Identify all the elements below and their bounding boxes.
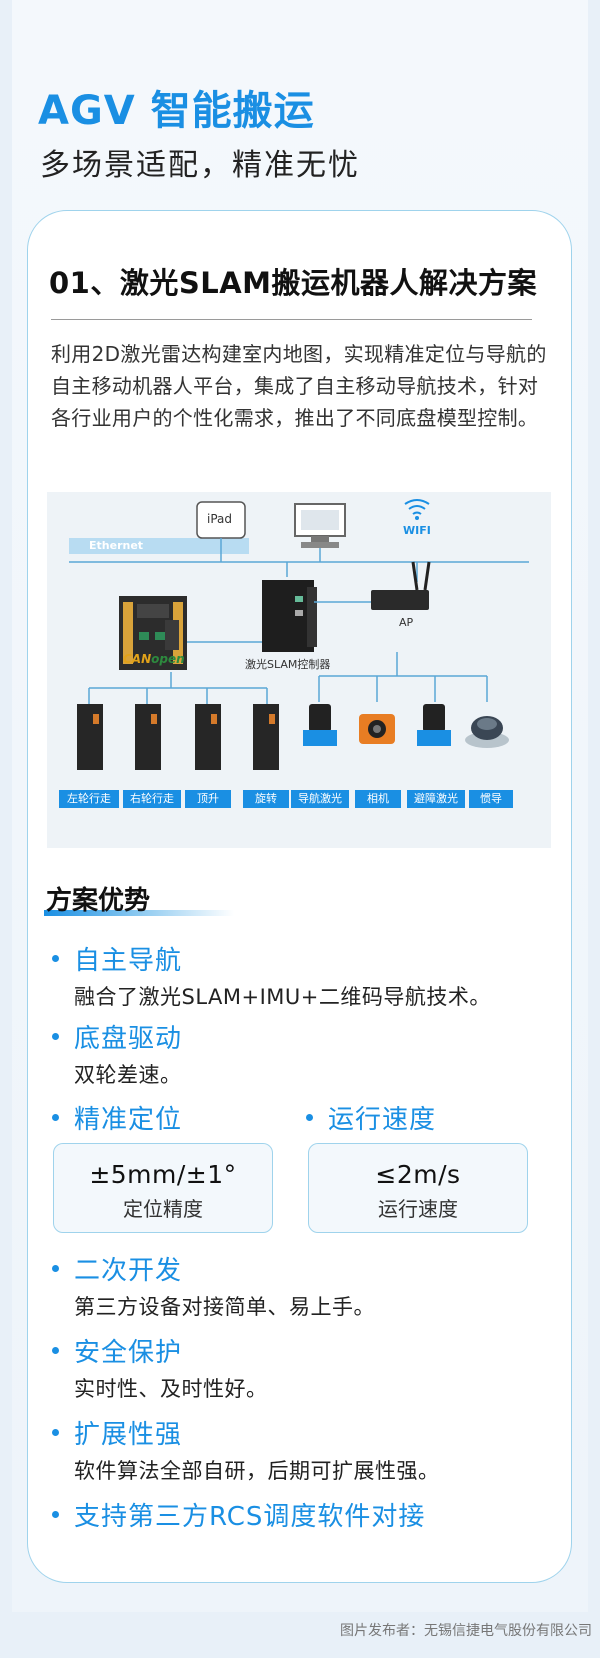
bullet-icon bbox=[52, 1511, 59, 1518]
feature-desc: 双轮差速。 bbox=[74, 1063, 182, 1087]
label-imu: 惯导 bbox=[469, 790, 513, 808]
label-camera: 相机 bbox=[355, 790, 401, 808]
bullet-icon bbox=[52, 1033, 59, 1040]
stat-label: 定位精度 bbox=[123, 1197, 203, 1221]
page-title: AGV 智能搬运 bbox=[38, 88, 315, 134]
label-left-wheel: 左轮行走 bbox=[59, 790, 119, 808]
feature-title: 自主导航 bbox=[74, 946, 183, 976]
content-card bbox=[27, 210, 572, 1583]
wifi-label: WIFI bbox=[403, 524, 431, 537]
bullet-icon bbox=[306, 1114, 313, 1121]
bullet-icon bbox=[52, 1265, 59, 1272]
divider bbox=[51, 319, 532, 320]
stat-value: ±5mm/±1° bbox=[89, 1160, 237, 1189]
label-rotate: 旋转 bbox=[243, 790, 289, 808]
label-obstacle-laser: 避障激光 bbox=[407, 790, 465, 808]
nav-laser-icon bbox=[303, 704, 337, 746]
ap-router-icon bbox=[371, 561, 431, 610]
solution-description: 利用2D激光雷达构建室内地图，实现精准定位与导航的自主移动机器人平台，集成了自主… bbox=[51, 342, 547, 430]
label-nav-laser: 导航激光 bbox=[291, 790, 349, 808]
bullet-icon bbox=[52, 1114, 59, 1121]
controller-label: 激光SLAM控制器 bbox=[245, 658, 331, 671]
label-lift: 顶升 bbox=[185, 790, 231, 808]
servo-drive-icon bbox=[77, 704, 279, 770]
section-underline bbox=[44, 910, 234, 916]
obstacle-laser-icon bbox=[417, 704, 451, 746]
feature-desc: 软件算法全部自研，后期可扩展性强。 bbox=[74, 1459, 440, 1483]
imu-icon bbox=[465, 716, 509, 748]
stat-value: ≤2m/s bbox=[375, 1160, 461, 1189]
advantages-title: 方案优势 bbox=[46, 886, 151, 916]
ipad-label: iPad bbox=[207, 512, 233, 526]
canopen-can: CAN bbox=[123, 652, 152, 666]
canopen-open: open bbox=[151, 652, 185, 666]
stat-label: 运行速度 bbox=[378, 1197, 458, 1221]
ethernet-label: Ethernet bbox=[89, 539, 144, 552]
feature-desc: 融合了激光SLAM+IMU+二维码导航技术。 bbox=[74, 985, 491, 1009]
ethernet-bar bbox=[69, 538, 249, 554]
wifi-icon bbox=[404, 499, 430, 515]
label-right-wheel: 右轮行走 bbox=[123, 790, 181, 808]
slam-controller-icon bbox=[262, 580, 317, 652]
feature-title: 二次开发 bbox=[74, 1256, 183, 1286]
feature-title: 安全保护 bbox=[74, 1338, 183, 1368]
stat-card-speed: ≤2m/s 运行速度 bbox=[308, 1143, 528, 1233]
bullet-icon bbox=[52, 1347, 59, 1354]
canopen-logo: CANopen bbox=[123, 652, 185, 666]
feature-title: 精准定位 bbox=[74, 1105, 183, 1135]
bullet-icon bbox=[52, 955, 59, 962]
feature-title: 运行速度 bbox=[328, 1105, 437, 1135]
diagram-graphics bbox=[69, 499, 529, 770]
ap-label: AP bbox=[399, 616, 414, 629]
footer-credit: 图片发布者：无锡信捷电气股份有限公司 bbox=[340, 1623, 592, 1639]
plc-module-icon bbox=[119, 596, 187, 670]
feature-title: 底盘驱动 bbox=[74, 1024, 183, 1054]
feature-desc: 实时性、及时性好。 bbox=[74, 1377, 268, 1401]
feature-title: 支持第三方RCS调度软件对接 bbox=[74, 1502, 426, 1532]
stat-card-accuracy: ±5mm/±1° 定位精度 bbox=[53, 1143, 273, 1233]
page-subtitle: 多场景适配，精准无忧 bbox=[40, 148, 360, 183]
system-diagram: iPad Ethernet WIFI AP CANopen 激光SLAM控制器 … bbox=[47, 492, 551, 848]
camera-icon bbox=[359, 714, 395, 744]
solution-title: 01、激光SLAM搬运机器人解决方案 bbox=[49, 266, 538, 300]
feature-desc: 第三方设备对接简单、易上手。 bbox=[74, 1295, 375, 1319]
bullet-icon bbox=[52, 1429, 59, 1436]
feature-title: 扩展性强 bbox=[74, 1420, 183, 1450]
